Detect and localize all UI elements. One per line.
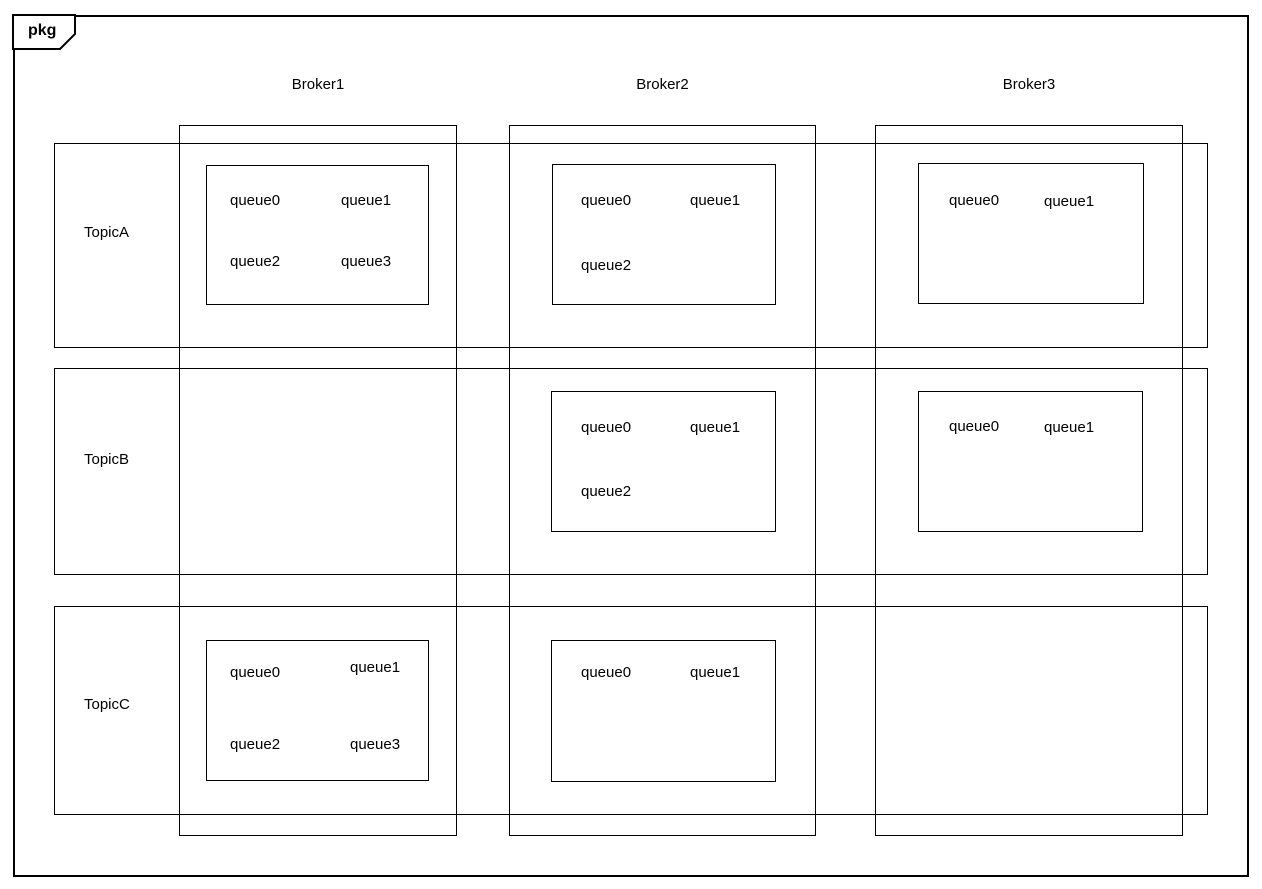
queue-label: queue0 [581,664,632,681]
queue-label: queue0 [949,192,1000,209]
topic-row-topicb [54,368,1208,575]
broker3-label: Broker3 [1002,76,1056,93]
queue-box-broker1-topica [206,165,429,305]
topicb-label: TopicB [84,451,130,468]
topic-row-topicc [54,606,1208,815]
queue-label: queue0 [230,192,281,209]
queue-box-broker3-topicb [918,391,1143,532]
queue-label: queue2 [581,483,632,500]
topicc-label: TopicC [84,696,130,713]
package-tab [12,14,76,50]
queue-label: queue0 [230,664,281,681]
queue-box-broker2-topica [552,164,776,305]
queue-label: queue2 [230,253,281,270]
queue-box-broker2-topicc [551,640,776,782]
queue-label: queue1 [1044,193,1095,210]
queue-box-broker1-topicc [206,640,429,781]
queue-label: queue3 [341,253,392,270]
queue-label: queue0 [581,419,632,436]
broker1-label: Broker1 [291,76,345,93]
queue-label: queue2 [230,736,281,753]
queue-box-broker2-topicb [551,391,776,532]
topica-label: TopicA [84,224,130,241]
broker3-column [875,125,1183,836]
queue-label: queue2 [581,257,632,274]
queue-label: queue1 [1044,419,1095,436]
queue-label: queue1 [690,419,741,436]
broker2-label: Broker2 [636,76,689,93]
queue-label: queue0 [581,192,632,209]
queue-label: queue1 [350,659,401,676]
package-frame [13,15,1249,877]
queue-label: queue3 [350,736,401,753]
topic-row-topica [54,143,1208,348]
package-tab-label: pkg [28,22,57,39]
queue-label: queue1 [341,192,392,209]
broker1-column [179,125,457,836]
broker2-column [509,125,816,836]
queue-label: queue1 [690,192,741,209]
queue-label: queue0 [949,418,1000,435]
queue-box-broker3-topica [918,163,1144,304]
queue-label: queue1 [690,664,741,681]
